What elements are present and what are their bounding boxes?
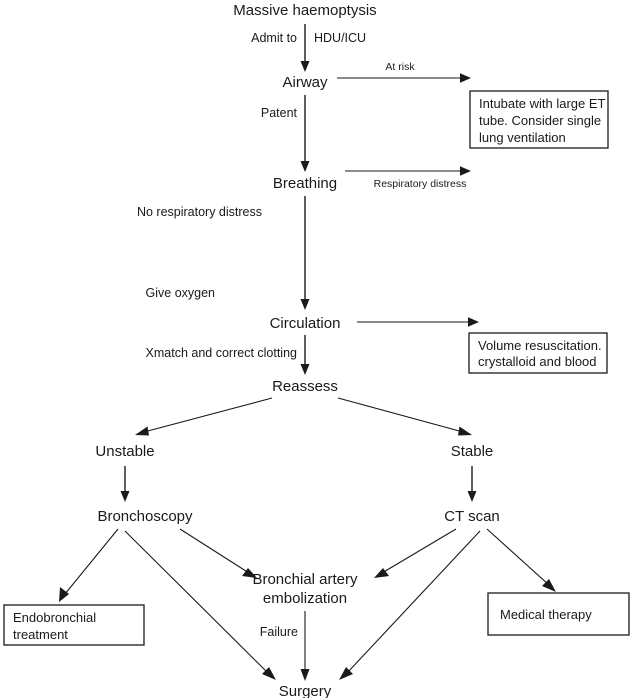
- arrowhead-breathing-to-circulation: [300, 299, 310, 310]
- arrowhead-start-to-airway: [300, 61, 310, 72]
- box-endobronchial-treatment: [3, 604, 145, 646]
- edge-label-at-risk: At risk: [385, 61, 415, 73]
- node-airway: Airway: [282, 74, 328, 91]
- box-endobronchial-line1: Endobronchial: [13, 610, 96, 625]
- node-reassess: Reassess: [272, 378, 338, 395]
- node-unstable: Unstable: [95, 443, 154, 460]
- box-volume-line1: Volume resuscitation.: [478, 338, 602, 353]
- node-circulation: Circulation: [270, 315, 341, 332]
- edge-reassess-to-unstable: [143, 397, 273, 433]
- arrowhead-ctscan-to-medical: [542, 579, 556, 592]
- node-massive-haemoptysis: Massive haemoptysis: [233, 2, 376, 19]
- node-ct-scan: CT scan: [444, 508, 500, 525]
- box-medical-therapy: [487, 592, 630, 636]
- arrowhead-airway-to-breathing: [300, 161, 310, 172]
- edge-label-xmatch: Xmatch and correct clotting: [146, 346, 298, 360]
- edge-bronchoscopy-to-endobronchial: [64, 528, 119, 595]
- edge-label-respiratory-distress: Respiratory distress: [374, 178, 467, 190]
- arrowhead-reassess-to-stable: [458, 426, 472, 436]
- arrowhead-embolization-to-surgery: [300, 669, 310, 681]
- arrowhead-breathing-right: [460, 166, 471, 176]
- node-embolization-line2: embolization: [263, 590, 347, 607]
- node-bronchoscopy: Bronchoscopy: [97, 508, 193, 525]
- box-intubate: [469, 90, 609, 149]
- box-endobronchial-line2: treatment: [13, 627, 68, 642]
- edge-label-hdu-icu: HDU/ICU: [314, 31, 366, 45]
- node-breathing: Breathing: [273, 175, 337, 192]
- box-intubate-line3: lung ventilation: [479, 130, 566, 145]
- edge-label-admit-to: Admit to: [251, 31, 297, 45]
- edge-ctscan-to-medical: [486, 528, 550, 586]
- edge-ctscan-to-embolization: [381, 528, 457, 574]
- box-medical-therapy-line1: Medical therapy: [500, 607, 592, 622]
- edge-ctscan-to-surgery: [346, 530, 481, 674]
- edge-label-patent: Patent: [261, 106, 298, 120]
- node-surgery: Surgery: [279, 683, 332, 698]
- node-stable: Stable: [451, 443, 494, 460]
- edge-label-give-oxygen: Give oxygen: [146, 286, 216, 300]
- arrowhead-unstable-to-bronchoscopy: [120, 491, 130, 502]
- arrowhead-bronchoscopy-to-endobronchial: [59, 587, 69, 602]
- arrowhead-circulation-to-reassess: [300, 364, 310, 375]
- edge-label-no-respiratory-distress: No respiratory distress: [137, 205, 262, 219]
- node-embolization-line1: Bronchial artery: [252, 571, 358, 588]
- arrowhead-bronchoscopy-to-embolization: [242, 568, 257, 578]
- arrowhead-stable-to-ctscan: [467, 491, 477, 502]
- edge-label-failure: Failure: [260, 625, 298, 639]
- edge-reassess-to-stable: [337, 397, 464, 433]
- box-volume-line2: crystalloid and blood: [478, 354, 597, 369]
- arrowhead-bronchoscopy-to-surgery: [262, 667, 276, 680]
- box-intubate-line1: Intubate with large ET: [479, 96, 606, 111]
- box-intubate-line2: tube. Consider single: [479, 113, 601, 128]
- edge-bronchoscopy-to-surgery: [124, 530, 269, 674]
- arrowhead-ctscan-to-surgery: [339, 667, 353, 680]
- box-volume-resuscitation: [468, 332, 608, 374]
- edge-bronchoscopy-to-embolization: [179, 528, 250, 574]
- arrowhead-airway-to-intubate: [460, 73, 471, 83]
- arrowhead-circulation-to-volume: [468, 317, 479, 327]
- arrowhead-reassess-to-unstable: [135, 426, 149, 436]
- arrowhead-ctscan-to-embolization: [374, 568, 389, 578]
